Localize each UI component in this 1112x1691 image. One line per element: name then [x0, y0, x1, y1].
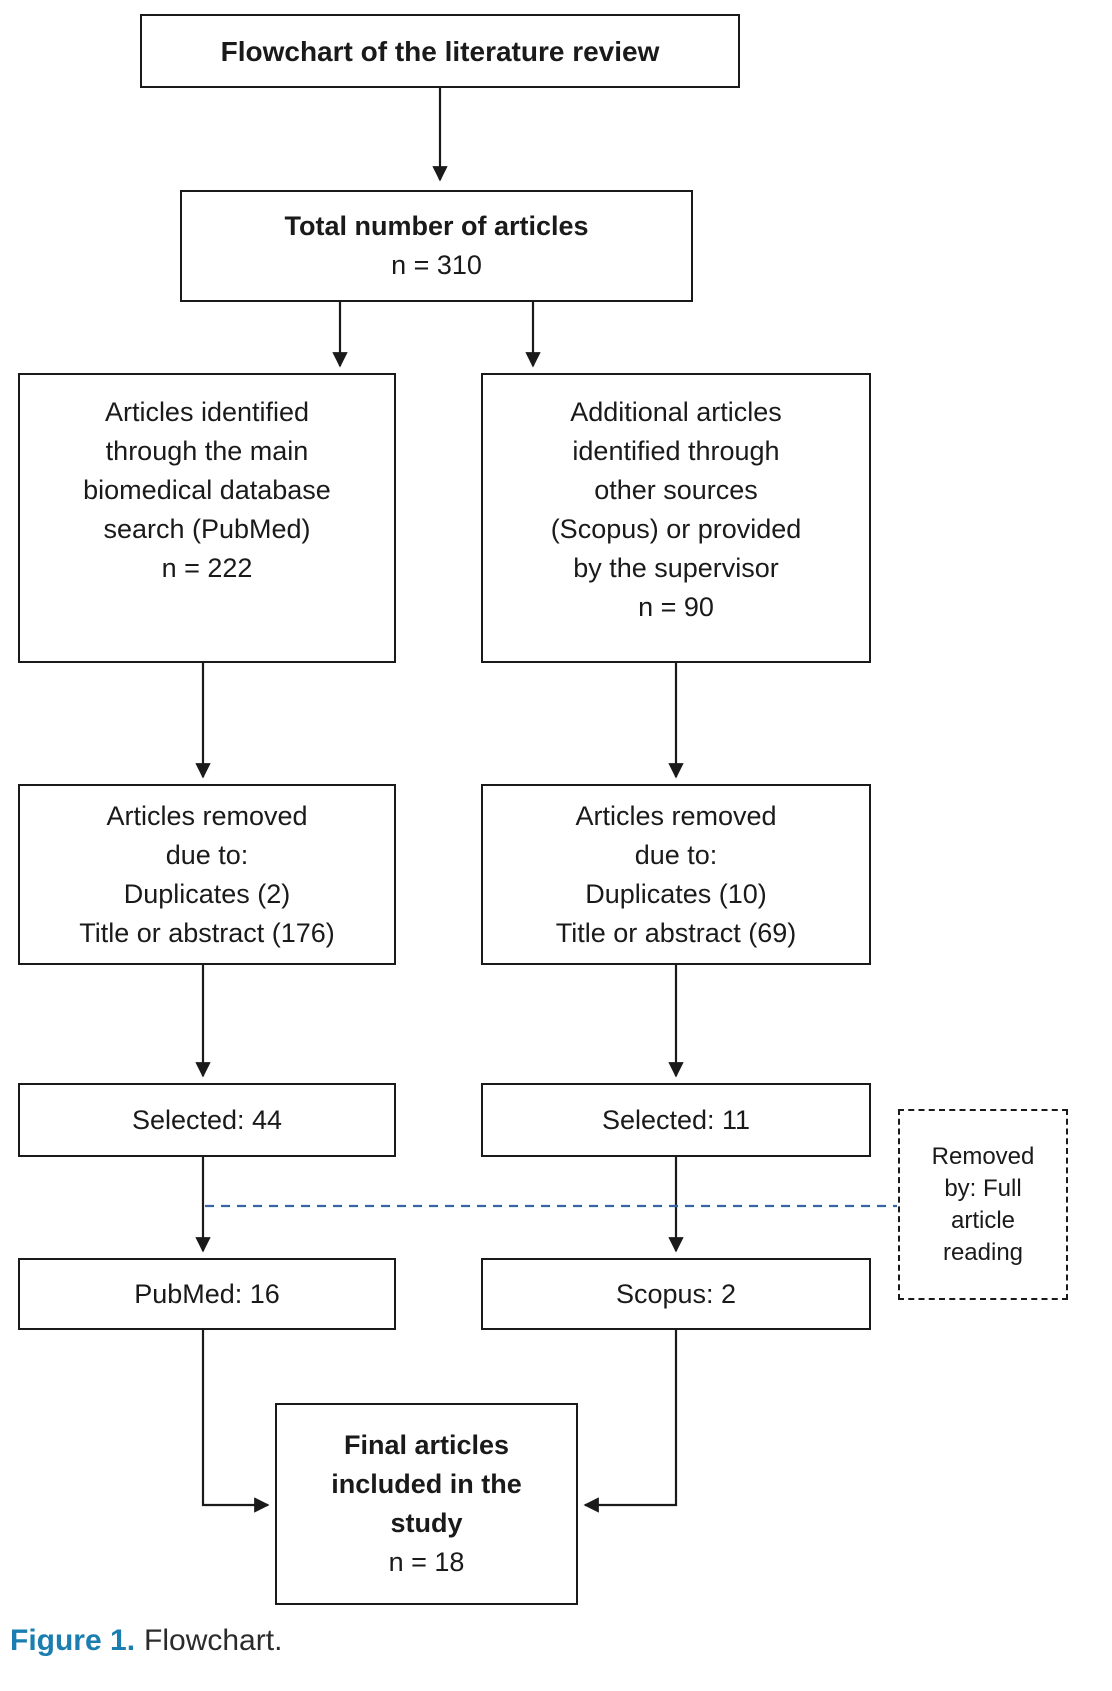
- node-scopus-selected-text: Selected: 11: [601, 1104, 751, 1135]
- node-title: Flowchart of the literature review: [140, 14, 740, 88]
- node-scopus-full-text: Scopus: 2: [481, 1258, 871, 1330]
- node-total-articles-count: n = 310: [391, 250, 482, 280]
- figure-caption-label: Figure 1.: [10, 1624, 136, 1657]
- node-scopus-identified-text: Additional articles identified through o…: [550, 397, 802, 622]
- figure-caption: Figure 1.Flowchart.: [10, 1622, 282, 1660]
- node-title-label: Flowchart of the literature review: [220, 35, 660, 67]
- node-final-articles-title: Final articles included in the study: [331, 1430, 522, 1538]
- node-total-articles: Total number of articles n = 310: [180, 190, 693, 302]
- node-final-articles: Final articles included in the study n =…: [275, 1403, 578, 1605]
- node-scopus-identified: Additional articles identified through o…: [481, 373, 871, 663]
- node-scopus-removed-text: Articles removed due to: Duplicates (10)…: [555, 800, 797, 948]
- node-scopus-selected: Selected: 11: [481, 1083, 871, 1157]
- node-pubmed-identified-text: Articles identified through the main bio…: [83, 397, 331, 583]
- node-total-articles-title: Total number of articles: [284, 211, 589, 241]
- node-pubmed-full-text: PubMed: 16: [18, 1258, 396, 1330]
- node-pubmed-full-text-label: PubMed: 16: [134, 1278, 280, 1309]
- node-removed-by-full-article-note: Removed by: Full article reading: [898, 1109, 1068, 1300]
- node-pubmed-removed: Articles removed due to: Duplicates (2) …: [18, 784, 396, 965]
- arrow-scopus-to-final: [583, 1330, 678, 1513]
- node-pubmed-selected-text: Selected: 44: [131, 1104, 283, 1135]
- node-scopus-full-text-label: Scopus: 2: [615, 1278, 737, 1309]
- node-scopus-removed: Articles removed due to: Duplicates (10)…: [481, 784, 871, 965]
- node-pubmed-selected: Selected: 44: [18, 1083, 396, 1157]
- node-final-articles-count: n = 18: [388, 1547, 465, 1577]
- figure-caption-text: Flowchart.: [144, 1624, 283, 1657]
- arrow-pubmed-to-final: [201, 1330, 270, 1513]
- node-pubmed-identified: Articles identified through the main bio…: [18, 373, 396, 663]
- node-pubmed-removed-text: Articles removed due to: Duplicates (2) …: [79, 800, 335, 948]
- node-removed-note-text: Removed by: Full article reading: [931, 1142, 1035, 1266]
